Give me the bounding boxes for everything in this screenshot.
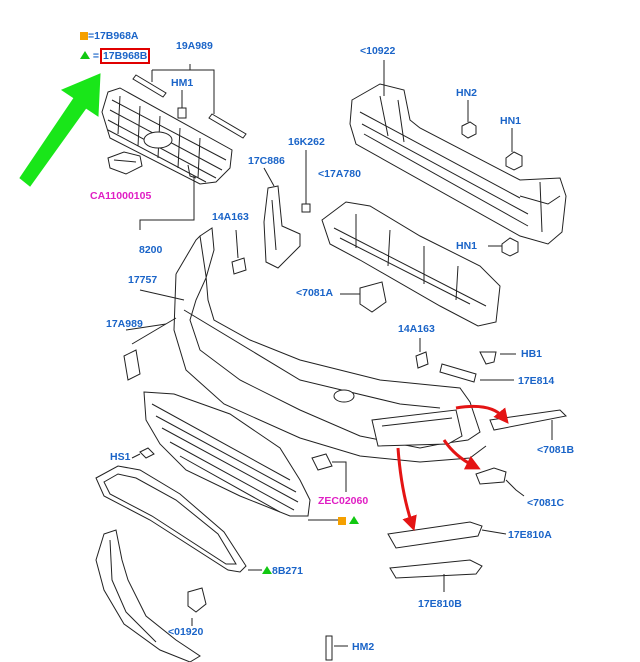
label-7081a[interactable]: <7081A <box>296 287 334 299</box>
label-8b271-wrap: 8B271 <box>262 565 303 577</box>
square-marker-icon <box>338 517 346 525</box>
label-hn1-mid[interactable]: HN1 <box>456 240 478 252</box>
label-8b271[interactable]: 8B271 <box>272 565 303 577</box>
legend-square-ref: =17B968A <box>88 30 139 42</box>
reflector-7081c-drawing <box>475 467 525 497</box>
label-hb1[interactable]: HB1 <box>521 348 543 360</box>
lower-grille-drawing <box>143 391 311 517</box>
label-17a989[interactable]: 17A989 <box>106 318 143 330</box>
green-pointer-arrow <box>19 73 101 187</box>
legend-square: =17B968A <box>80 30 139 42</box>
label-17a780[interactable]: <17A780 <box>318 168 361 180</box>
hn1-nut-drawing <box>505 151 523 171</box>
label-16k262[interactable]: 16K262 <box>288 136 325 148</box>
triangle-marker-icon <box>80 51 90 59</box>
label-hm1[interactable]: HM1 <box>171 77 194 89</box>
label-14a163-mid[interactable]: 14A163 <box>398 323 435 335</box>
label-7081b[interactable]: <7081B <box>537 444 575 456</box>
legend-triangle-ref: 17B968B <box>102 50 148 62</box>
triangle-marker-icon <box>348 516 359 524</box>
label-ca11000105[interactable]: CA11000105 <box>90 190 152 202</box>
bracket-7081a-drawing <box>359 281 387 313</box>
label-hm2[interactable]: HM2 <box>352 641 375 653</box>
bumper-cover-drawing <box>173 227 487 463</box>
badge-drawing <box>107 151 143 175</box>
label-hn2[interactable]: HN2 <box>456 87 478 99</box>
energy-absorber-drawing <box>321 201 501 327</box>
legend-triangle-ref-highlight: 17B968B <box>99 48 151 64</box>
square-marker-icon <box>80 32 88 40</box>
label-01920[interactable]: <01920 <box>168 626 204 638</box>
legend-triangle: = 17B968B <box>80 48 151 64</box>
bracket-drawing <box>263 167 301 269</box>
trim-17e810a-drawing <box>387 521 507 549</box>
label-17e814[interactable]: 17E814 <box>518 375 555 387</box>
label-hn1-top[interactable]: HN1 <box>500 115 522 127</box>
label-17757[interactable]: 17757 <box>128 274 158 286</box>
label-zec02060[interactable]: ZEC02060 <box>318 495 369 507</box>
lower-spoiler-drawing <box>95 529 201 662</box>
trim-strips-drawing <box>132 64 247 139</box>
reflector-7081b-drawing <box>489 409 568 440</box>
label-17e810a[interactable]: 17E810A <box>508 529 552 541</box>
triangle-marker-icon <box>262 566 272 574</box>
upper-grille-drawing <box>101 87 233 185</box>
bumper-beam-drawing <box>349 60 567 245</box>
label-17c886[interactable]: 17C886 <box>248 155 285 167</box>
label-10922[interactable]: <10922 <box>360 45 396 57</box>
label-8200[interactable]: 8200 <box>139 244 163 256</box>
label-14a163-left[interactable]: 14A163 <box>212 211 249 223</box>
label-hs1[interactable]: HS1 <box>110 451 131 463</box>
trim-17e810b-drawing <box>389 559 483 592</box>
hm1-clip-drawing <box>177 90 187 119</box>
red-pointer-arrows <box>396 404 509 532</box>
label-19a989-top[interactable]: 19A989 <box>176 40 213 52</box>
label-17e810b[interactable]: 17E810B <box>418 598 462 610</box>
label-7081c[interactable]: <7081C <box>527 497 565 509</box>
hn2-nut-drawing <box>461 121 477 139</box>
zec-marker-icons <box>338 515 359 527</box>
grille-surround-drawing <box>95 465 262 573</box>
